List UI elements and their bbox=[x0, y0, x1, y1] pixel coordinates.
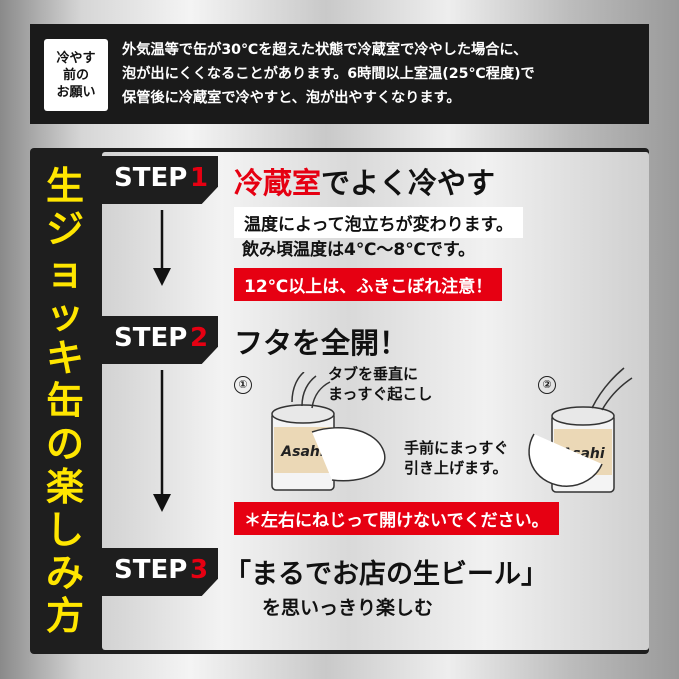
title-char: 缶 bbox=[45, 378, 84, 423]
step2-number-a: ① bbox=[234, 376, 252, 394]
notice-badge: 冷やす 前の お願い bbox=[44, 39, 108, 111]
step1-line1: 温度によって泡立ちが変わります。 bbox=[234, 207, 523, 238]
notice-box: 冷やす 前の お願い 外気温等で缶が30℃を超えた状態で冷蔵室で冷やした場合に、… bbox=[30, 24, 649, 124]
step2-number: 2 bbox=[190, 323, 209, 353]
step1-heading: 冷蔵室でよく冷やす bbox=[234, 160, 495, 202]
step1-word: STEP bbox=[114, 163, 188, 193]
title-char: ッ bbox=[45, 292, 84, 337]
step2-label-b-line: 手前にまっすぐ bbox=[404, 439, 509, 457]
step2-heading: フタを全開！ bbox=[234, 326, 409, 360]
notice-badge-line: 冷やす bbox=[56, 50, 96, 66]
step3-word: STEP bbox=[114, 555, 188, 585]
step3-heading: 「まるでお店の生ビール」 bbox=[224, 559, 548, 590]
notice-line: 外気温等で缶が30℃を超えた状態で冷蔵室で冷やした場合に、 bbox=[122, 42, 528, 58]
instructions-panel: 生 ジ ョ ッ キ 缶 の 楽 し み 方 STEP 1 冷蔵室でよく冷やす 温… bbox=[30, 148, 649, 654]
step2-label-a-line: まっすぐ起こし bbox=[328, 385, 433, 403]
step3-number: 3 bbox=[190, 555, 209, 585]
title-char: 生 bbox=[45, 163, 84, 208]
can-brand-logo: Asahi bbox=[280, 444, 325, 460]
step1-line2: 飲み頃温度は4℃〜8℃です。 bbox=[242, 240, 476, 260]
title-char: ョ bbox=[45, 249, 84, 294]
title-char: 方 bbox=[45, 593, 84, 638]
step1-heading-red: 冷蔵室 bbox=[234, 166, 322, 200]
step2-label-a-line: タブを垂直に bbox=[328, 365, 419, 383]
step3-sub: を思いっきり楽しむ bbox=[262, 597, 434, 619]
notice-badge-line: 前の bbox=[62, 67, 89, 83]
step2-label-b: 手前にまっすぐ 引き上げます。 bbox=[404, 438, 508, 478]
steps-area: STEP 1 冷蔵室でよく冷やす 温度によって泡立ちが変わります。 飲み頃温度は… bbox=[102, 152, 649, 650]
vertical-title: 生 ジ ョ ッ キ 缶 の 楽 し み 方 bbox=[30, 148, 100, 654]
title-char: の bbox=[45, 421, 84, 466]
title-char: キ bbox=[45, 335, 84, 380]
title-char: 楽 bbox=[45, 464, 84, 509]
step3-tag: STEP 3 bbox=[102, 548, 218, 596]
step2-label-b-line: 引き上げます。 bbox=[404, 459, 508, 477]
step1-heading-rest: でよく冷やす bbox=[321, 166, 496, 200]
notice-line: 泡が出にくくなることがあります。6時間以上室温(25℃程度)で bbox=[122, 66, 535, 82]
title-char: し bbox=[45, 507, 84, 552]
step2-number-b: ② bbox=[538, 376, 556, 394]
notice-line: 保管後に冷蔵室で冷やすと、泡が出やすくなります。 bbox=[122, 90, 461, 106]
title-char: ジ bbox=[45, 206, 84, 251]
notice-text: 外気温等で缶が30℃を超えた状態で冷蔵室で冷やした場合に、 泡が出にくくなること… bbox=[122, 38, 642, 110]
can-opening-illustration-2: Asahi bbox=[528, 367, 633, 493]
can-opening-illustration-1: Asahi bbox=[271, 372, 386, 491]
step2-word: STEP bbox=[114, 323, 188, 353]
arrow-down-icon bbox=[153, 210, 171, 286]
step1-number: 1 bbox=[190, 163, 209, 193]
step2-label-a: タブを垂直に まっすぐ起こし bbox=[328, 364, 432, 404]
notice-badge-line: お願い bbox=[56, 84, 96, 100]
step1-tag: STEP 1 bbox=[102, 156, 218, 204]
step2-warning: ＊左右にねじって開けないでください。 bbox=[234, 502, 559, 535]
step2-tag: STEP 2 bbox=[102, 316, 218, 364]
title-char: み bbox=[45, 550, 84, 595]
step1-warning: 12℃以上は、ふきこぼれ注意！ bbox=[234, 268, 503, 301]
arrow-down-icon bbox=[153, 370, 171, 512]
